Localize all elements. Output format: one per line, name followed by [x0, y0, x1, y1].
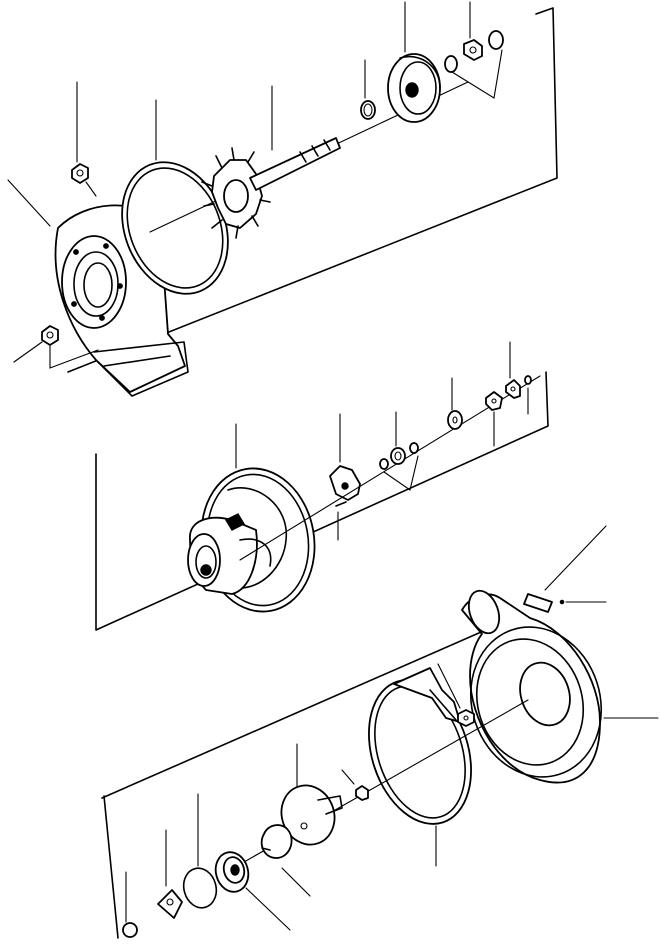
spacer — [379, 458, 389, 470]
compressor-housing — [461, 589, 603, 784]
callout-seal-plate — [245, 887, 291, 931]
wheel-nut — [355, 785, 369, 801]
snap-ring-large — [260, 824, 293, 859]
retaining-ring — [409, 442, 419, 454]
bearing — [390, 447, 406, 465]
nut — [485, 391, 503, 411]
callout-nameplate-tag — [544, 525, 607, 591]
small-ring-middle — [524, 375, 532, 385]
snap-ring — [444, 55, 458, 73]
seal-plate — [214, 851, 250, 893]
compressor-section — [101, 525, 659, 939]
compressor-wheel — [280, 784, 343, 846]
callout-snap-ring-large — [281, 867, 311, 897]
callout-housing-nut-lower — [13, 341, 43, 363]
lock-nut — [463, 39, 483, 61]
thrust-plate — [329, 465, 361, 501]
seal-ring — [360, 100, 376, 120]
lock-washer — [157, 889, 183, 919]
housing-nut-lower — [41, 325, 59, 346]
v-band-clamp — [368, 667, 472, 825]
retaining-clip — [122, 922, 138, 938]
callout-wheel-nut — [341, 769, 355, 785]
washer — [447, 410, 463, 430]
turbine-shaft-wheel — [201, 137, 341, 239]
housing-nut-upper — [71, 163, 89, 184]
nut-lock — [505, 379, 521, 399]
retaining-clip-top — [488, 30, 504, 50]
thrust-collar — [387, 53, 441, 123]
center-housing — [187, 467, 316, 613]
group-bracket-bottom — [101, 621, 505, 939]
bearing-housing-section — [95, 341, 549, 631]
nameplate-tag — [523, 593, 565, 613]
group-bracket-middle — [95, 371, 549, 631]
callout-clamp-nut — [437, 663, 461, 709]
callout-turbine-housing — [7, 179, 51, 227]
clamp-nut — [457, 709, 475, 727]
turbine-section — [7, 1, 558, 397]
group-bracket-top — [67, 7, 558, 373]
thrust-bolt — [335, 501, 347, 507]
o-ring — [182, 867, 218, 909]
